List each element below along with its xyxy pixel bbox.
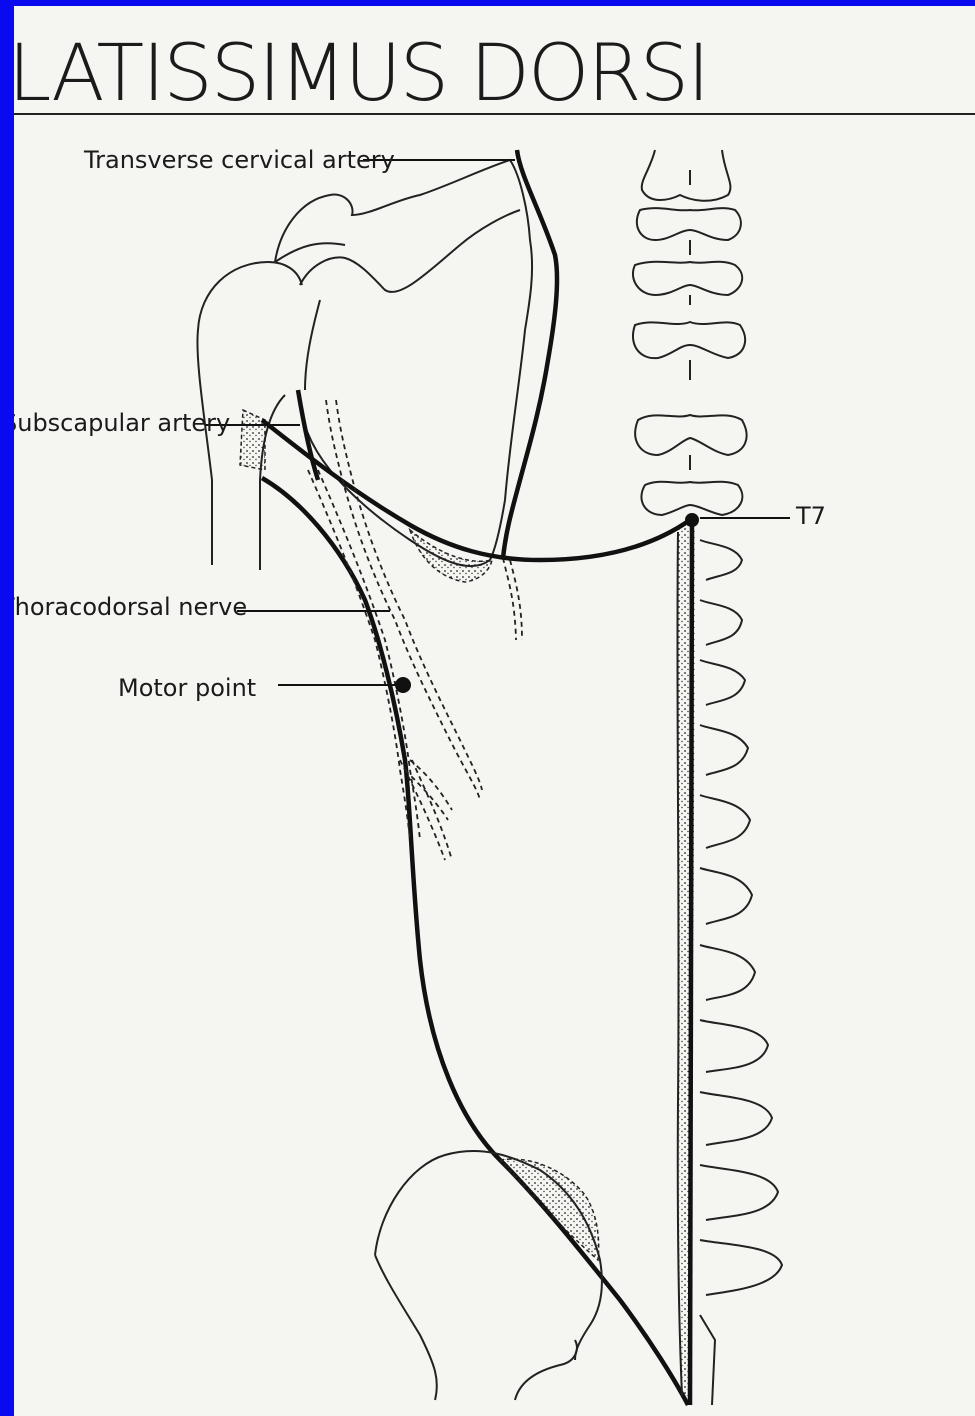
nerve-path-a — [308, 470, 410, 840]
diagram-title: LATISSIMUS DORSI — [14, 29, 708, 119]
scapula-spine — [300, 210, 520, 292]
vertebral-column — [633, 150, 782, 1405]
label-thoracodorsal-nerve: Thoracodorsal nerve — [14, 593, 247, 621]
pelvis-ischium — [515, 1340, 577, 1400]
label-motor-point: Motor point — [118, 674, 256, 702]
label-t7: T7 — [795, 502, 826, 530]
motor-point-dot — [395, 677, 411, 693]
latissimus-lateral-border — [262, 478, 688, 1405]
iliac-attachment-stipple — [500, 1159, 599, 1260]
latissimus-medial-border — [690, 520, 692, 1405]
anatomy-diagram: LATISSIMUS DORSI — [14, 6, 975, 1416]
transverse-cervical-artery-branch — [503, 558, 522, 640]
scapula-glenoid — [305, 300, 320, 390]
label-subscapular-artery: Subscapular artery — [14, 409, 230, 437]
thoracodorsal-nerve-trunk — [298, 390, 318, 480]
transverse-cervical-artery-vessel — [503, 150, 557, 558]
nerve-path-d — [336, 400, 482, 790]
pelvis-lower-outline — [375, 1255, 437, 1400]
axilla-stipple — [240, 410, 265, 470]
diagram-page: LATISSIMUS DORSI — [14, 6, 975, 1416]
nerve-branch-b — [405, 760, 452, 820]
nerve-path-b — [318, 470, 420, 840]
scapula-outline — [275, 160, 532, 566]
acromion — [275, 243, 345, 262]
t7-point — [685, 513, 699, 527]
label-transverse-cervical-artery: Transverse cervical artery — [83, 146, 395, 174]
scapula-inferior-angle — [410, 530, 492, 582]
